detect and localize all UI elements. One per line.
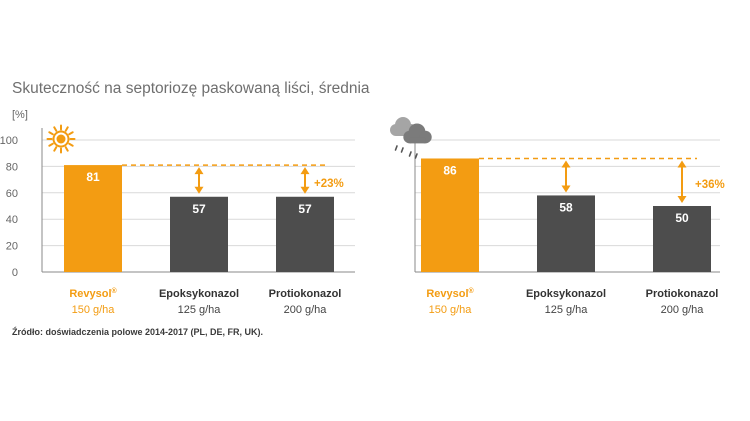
- difference-arrow-1: [194, 167, 204, 194]
- category-label: Epoksykonazol: [526, 288, 606, 300]
- rain-cloud-icon: [390, 117, 432, 159]
- bar-value-label: 86: [443, 163, 457, 177]
- category-label: Protiokonazol: [269, 288, 342, 300]
- increase-annotation: +36%: [695, 179, 725, 191]
- raindrop: [414, 153, 418, 159]
- cloud-back-puff-top: [395, 117, 411, 133]
- y-unit-label: [%]: [12, 109, 28, 121]
- cloud-back-puff-right: [405, 124, 417, 136]
- registered-mark: ®: [469, 287, 475, 295]
- raindrop: [400, 147, 404, 153]
- bar-value-label: 57: [192, 202, 206, 216]
- difference-arrow-2: [300, 167, 310, 194]
- sun-ray: [64, 146, 69, 152]
- category-dose-label: 200 g/ha: [661, 304, 705, 316]
- y-tick-label: 0: [12, 267, 18, 279]
- sun-ray: [53, 126, 58, 132]
- y-tick-label: 40: [6, 214, 18, 226]
- raindrop: [394, 145, 398, 151]
- bar-3: [276, 196, 334, 272]
- sun-ray: [53, 146, 58, 152]
- cloud-back-base: [396, 130, 411, 136]
- category-dose-label: 150 g/ha: [429, 304, 473, 316]
- cloud-front-puff-top: [408, 123, 426, 141]
- difference-arrow-1-head-down: [561, 185, 571, 193]
- bar-2: [537, 195, 595, 272]
- difference-arrow-1: [561, 160, 571, 193]
- category-label: Protiokonazol: [646, 288, 719, 300]
- cloud-front-puff-right: [419, 130, 432, 144]
- bar-value-label: 81: [86, 170, 100, 184]
- cloud-back-puff-left: [390, 124, 402, 136]
- category-label: Epoksykonazol: [159, 288, 239, 300]
- category-dose-label: 125 g/ha: [545, 304, 589, 316]
- raindrop: [408, 151, 412, 157]
- sun-ray: [48, 142, 54, 147]
- increase-annotation: +23%: [314, 178, 344, 190]
- source-note: Źródło: doświadczenia polowe 2014-2017 (…: [12, 327, 264, 337]
- bar-1: [421, 158, 479, 272]
- cloud-front-base: [409, 137, 426, 144]
- y-tick-label: 80: [6, 161, 18, 173]
- sun-ray: [64, 126, 69, 132]
- chart-title: Skuteczność na septoriozę paskowaną liśc…: [12, 80, 370, 97]
- category-label: Revysol®: [426, 287, 474, 300]
- sun-ray: [68, 131, 74, 136]
- cloud-back: [390, 117, 417, 136]
- difference-arrow-2-head-up: [677, 160, 687, 168]
- difference-arrow-1-head-up: [194, 167, 204, 175]
- sun-ray: [48, 131, 54, 136]
- cloud-front: [403, 123, 432, 144]
- bar-value-label: 50: [675, 211, 689, 225]
- category-dose-label: 125 g/ha: [178, 304, 222, 316]
- sun-icon: [46, 124, 76, 154]
- difference-arrow-1-head-up: [561, 160, 571, 168]
- bar-2: [170, 196, 228, 272]
- bar-1: [64, 165, 122, 272]
- bar-value-label: 58: [559, 200, 573, 214]
- sun-ray: [68, 142, 74, 147]
- difference-arrow-2-head-down: [677, 196, 687, 203]
- sun-disc: [52, 130, 70, 148]
- y-tick-label: 100: [0, 135, 18, 147]
- difference-arrow-1-head-down: [194, 186, 204, 194]
- difference-arrow-2-head-down: [300, 186, 310, 194]
- bar-3: [653, 206, 711, 272]
- category-dose-label: 200 g/ha: [284, 304, 328, 316]
- cloud-front-puff-left: [403, 130, 416, 144]
- difference-arrow-2: [677, 160, 687, 203]
- difference-arrow-2-head-up: [300, 167, 310, 175]
- sun-core: [56, 134, 66, 144]
- y-tick-label: 60: [6, 188, 18, 200]
- bar-value-label: 57: [298, 202, 312, 216]
- category-label: Revysol®: [69, 287, 117, 300]
- y-tick-label: 20: [6, 241, 18, 253]
- registered-mark: ®: [112, 287, 118, 295]
- category-dose-label: 150 g/ha: [72, 304, 116, 316]
